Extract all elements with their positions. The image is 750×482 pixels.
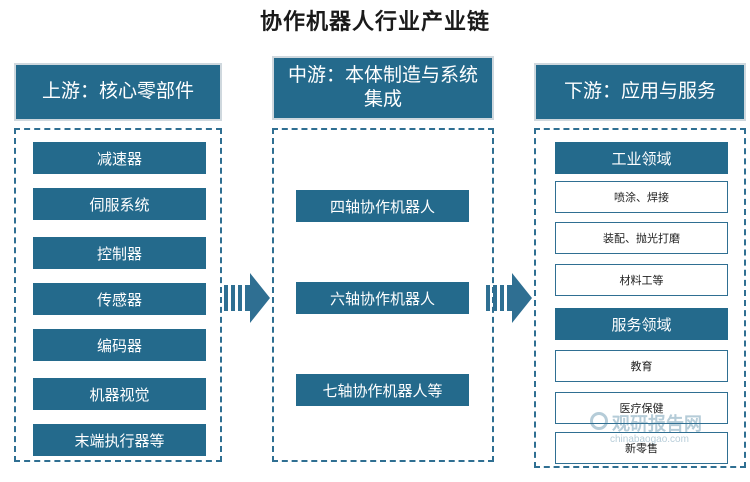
industrial-item: 装配、抛光打磨 [555, 222, 728, 254]
upstream-item: 传感器 [33, 283, 206, 315]
industrial-domain-label: 工业领域 [555, 142, 728, 174]
downstream-header-label: 下游：应用与服务 [563, 80, 716, 103]
upstream-item: 编码器 [33, 329, 206, 361]
diagram-title: 协作机器人行业产业链 [259, 9, 490, 35]
downstream-header: 下游：应用与服务 [534, 63, 746, 121]
service-item: 新零售 [555, 432, 728, 464]
industrial-item: 喷涂、焊接 [555, 181, 728, 213]
service-item: 医疗保健 [555, 392, 728, 424]
industrial-item: 材料工等 [555, 264, 728, 296]
midstream-item: 四轴协作机器人 [296, 190, 469, 222]
upstream-item: 减速器 [33, 142, 206, 174]
upstream-item: 末端执行器等 [33, 424, 206, 456]
flow-arrow-upstream-to-midstream [224, 273, 270, 323]
watermark-logo-icon [590, 412, 608, 430]
midstream-item: 六轴协作机器人 [296, 282, 469, 314]
midstream-header-label: 中游：本体制造与系统集成 [287, 64, 478, 110]
service-item: 教育 [555, 350, 728, 382]
watermark-text: 观研报告网 [612, 414, 702, 434]
midstream-item: 七轴协作机器人等 [296, 374, 469, 406]
upstream-header-label: 上游：核心零部件 [41, 80, 194, 103]
upstream-item: 机器视觉 [33, 378, 206, 410]
service-domain-label: 服务领域 [555, 308, 728, 340]
upstream-item: 伺服系统 [33, 188, 206, 220]
upstream-panel [14, 128, 222, 462]
upstream-header: 上游：核心零部件 [14, 63, 222, 121]
upstream-item: 控制器 [33, 237, 206, 269]
flow-arrow-midstream-to-downstream [486, 273, 532, 323]
midstream-header: 中游：本体制造与系统集成 [272, 56, 494, 120]
watermark-url: chinabaogao.com [610, 434, 689, 445]
downstream-panel [534, 128, 746, 468]
